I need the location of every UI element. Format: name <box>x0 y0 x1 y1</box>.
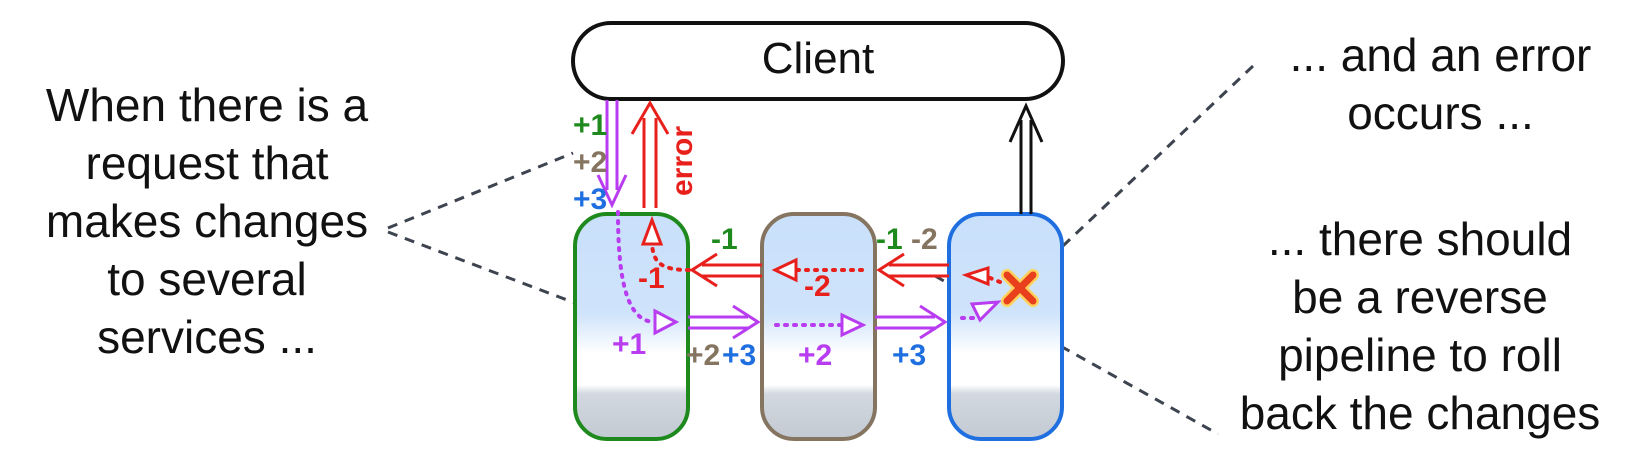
bottom-right-caption-line: pipeline to roll <box>1278 329 1562 381</box>
label-in-plus2: +2 <box>573 146 607 179</box>
error-marker-icon <box>1001 269 1039 307</box>
services <box>573 212 1064 441</box>
request-local-head-service3 <box>969 300 1002 323</box>
client-node: Client <box>571 21 1065 101</box>
client-box <box>571 21 1065 101</box>
request-local-path-service1 <box>616 210 657 324</box>
rollback-local-head-service2 <box>771 257 798 283</box>
request-arrow-service1-to-service2 <box>688 304 761 340</box>
left-caption-line: makes changes <box>45 195 369 247</box>
top-right-caption-line: occurs ... <box>1347 87 1534 139</box>
left-caption-line: services ... <box>97 311 317 363</box>
left-caption-line: When there is a <box>45 79 369 131</box>
service-1-box <box>573 212 690 441</box>
request-arrow-service2-to-service3 <box>875 304 948 340</box>
rollback-local-path-service3 <box>983 274 1002 284</box>
rollback-local-head-service3 <box>961 265 990 287</box>
rollback-arrow-service2-to-service1 <box>689 252 762 288</box>
rollback-local-path-service1 <box>650 238 691 272</box>
label-s3s2-minus1: -1 <box>876 223 903 256</box>
service-3-box <box>947 212 1064 441</box>
label-s2s3-plus3: +3 <box>892 339 926 372</box>
label-s2s1-minus1: -1 <box>711 223 738 256</box>
request-arrow-client-to-service1 <box>596 100 628 209</box>
label-s1s2-plus3: +3 <box>722 339 756 372</box>
label-service2-minus2: -2 <box>804 270 831 303</box>
label-in-plus3: +3 <box>573 183 607 216</box>
bottom-right-caption: ... there should be a reverse pipeline t… <box>1215 210 1625 442</box>
rollback-local-head-service1 <box>640 215 664 246</box>
top-right-caption-line: ... and an error <box>1289 29 1592 81</box>
label-in-plus1: +1 <box>573 109 607 142</box>
callout-line-left-lower <box>387 230 626 324</box>
left-caption: When there is a request that makes chang… <box>12 76 402 366</box>
callout-line-left-upper <box>387 151 574 230</box>
response-arrow-to-client <box>1008 102 1044 214</box>
label-service1-minus1: -1 <box>638 262 665 295</box>
error-arrow-to-client <box>630 100 670 208</box>
callout-line-top-right <box>1026 64 1255 281</box>
request-local-head-service2 <box>840 312 867 338</box>
bottom-right-caption-line: back the changes <box>1239 387 1601 439</box>
client-label: Client <box>762 34 875 83</box>
label-service1-plus1: +1 <box>612 328 646 361</box>
left-caption-line: request that <box>85 137 329 189</box>
left-caption-line: to several <box>107 253 307 305</box>
error-label: error <box>666 126 699 196</box>
bottom-right-caption-line: ... there should <box>1267 213 1573 265</box>
rollback-arrow-service3-to-service2 <box>876 252 949 288</box>
label-s1s2-plus2: +2 <box>686 339 720 372</box>
label-s3s2-minus2: -2 <box>911 223 938 256</box>
top-right-caption: ... and an error occurs ... <box>1268 26 1613 142</box>
bottom-right-caption-line: be a reverse <box>1292 271 1548 323</box>
arrow-labels: +1 +2 +3 error +1 +2 +3 +2 +3 -1 -2 -2 -… <box>573 109 938 372</box>
request-local-head-service1 <box>653 308 680 336</box>
label-service2-plus2: +2 <box>798 339 832 372</box>
